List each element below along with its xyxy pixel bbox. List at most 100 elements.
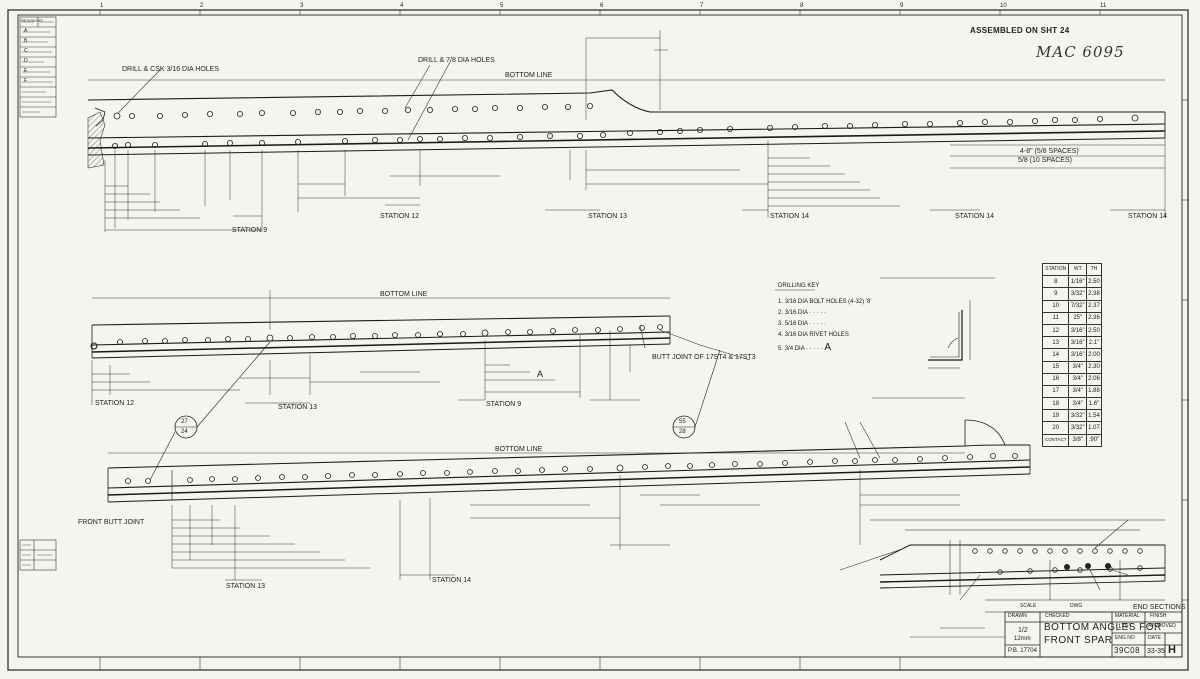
tb-finish-hdr: FINISH xyxy=(1150,613,1167,619)
zone-number: 1 xyxy=(100,3,104,9)
table-cell: 18 xyxy=(1041,397,1070,411)
table-cell: 20 xyxy=(1041,421,1070,435)
drilling-key-title: DRILLING KEY xyxy=(778,283,820,289)
end-section-filled-holes xyxy=(1064,563,1111,570)
station-label-12a: STATION 12 xyxy=(380,213,420,220)
table-cell: 19 xyxy=(1041,409,1070,423)
key-text: 3/16 DIA BOLT HOLES (4-32) '8' xyxy=(784,299,872,305)
leaders-view-3 xyxy=(844,421,881,459)
table-cell: 2.06 xyxy=(1085,372,1103,386)
table-cell: 7/32" xyxy=(1068,299,1087,313)
station-label-13a: STATION 13 xyxy=(588,213,628,220)
key-marker: A xyxy=(824,342,832,353)
revision-letter: H xyxy=(1168,644,1176,656)
table-cell: 14 xyxy=(1041,348,1070,362)
key-text: 3/16 DIA RIVET HOLES xyxy=(784,332,849,338)
tb-material: 17ST xyxy=(1118,624,1133,630)
drilling-key-row-1: 1. 3/16 DIA BOLT HOLES (4-32) '8' xyxy=(778,299,871,305)
table-header: STATION WT TH xyxy=(1041,262,1103,277)
view-a-marker: A xyxy=(537,369,544,379)
station-label-9b: STATION 9 xyxy=(486,401,522,408)
key-text: 3/16 DIA xyxy=(784,310,808,316)
bubble-55-top: 55 xyxy=(679,419,686,425)
leaders-view-1 xyxy=(117,61,451,141)
key-text: 3/4 DIA xyxy=(784,346,805,352)
revision-row-b: B xyxy=(24,38,28,44)
table-cell: 3/4" xyxy=(1068,384,1087,399)
tb-scale: SCALE xyxy=(1020,603,1037,609)
hole-row-2 xyxy=(117,324,663,345)
tb-dwg-label: DWG xyxy=(1070,603,1083,609)
table-cell: 16 xyxy=(1041,372,1070,386)
table-cell: 2.1" xyxy=(1085,336,1103,350)
table-cell: 1.88 xyxy=(1085,384,1103,399)
drawing-number: 39C08 xyxy=(1114,646,1141,655)
table-cell: 2.30 xyxy=(1085,360,1103,374)
table-cell: 2.38 xyxy=(1085,287,1103,301)
table-cell: 3/32" xyxy=(1068,421,1087,435)
table-cell: 1/16" xyxy=(1068,275,1087,289)
tb-checked: CHECKED xyxy=(1045,613,1070,619)
bottom-line-label-3: BOTTOM LINE xyxy=(495,446,543,453)
table-cell: 10 xyxy=(1041,299,1070,313)
end-sections-label: END SECTIONS xyxy=(1133,604,1186,611)
key-no: 1. xyxy=(778,299,784,305)
col-header: STATION xyxy=(1041,262,1070,277)
drawing-title-line-1: BOTTOM ANGLES FOR xyxy=(1044,622,1162,633)
key-no: 3. xyxy=(778,321,784,327)
station-label-13b: STATION 13 xyxy=(278,404,318,411)
station-label-14c: STATION 14 xyxy=(1128,213,1168,220)
zone-number: 5 xyxy=(500,3,504,9)
table-cell: 8 xyxy=(1041,275,1070,289)
zone-number: 3 xyxy=(300,3,304,9)
tb-drawn: DRAWN xyxy=(1008,613,1027,619)
zone-number: 9 xyxy=(900,3,904,9)
drilling-key-lines xyxy=(775,277,995,291)
hole-row-3 xyxy=(125,453,1018,484)
tb-approved: APPROVED xyxy=(1148,623,1176,629)
table-cell: 1.6" xyxy=(1085,397,1103,411)
clearance-note: DRILL & 7/8 DIA HOLES xyxy=(418,57,495,64)
revision-row-a: A xyxy=(24,28,28,34)
table-cell: 13 xyxy=(1041,336,1070,350)
table-cell: 3/4" xyxy=(1068,397,1087,411)
end-section-detail xyxy=(870,519,1166,613)
butt-joint-note: BUTT JOINT OF 17ST4 & 17ST3 xyxy=(652,354,756,361)
angle-view-3 xyxy=(107,419,1031,503)
zone-number: 10 xyxy=(1000,3,1007,9)
zone-number: 11 xyxy=(1100,3,1107,9)
drilling-key-row-5: 5. 3/4 DIA · · · · · A xyxy=(778,342,832,353)
butt-joint-leader xyxy=(639,324,751,361)
table-cell: 2.36 xyxy=(1085,311,1103,325)
front-butt-note: FRONT BUTT JOINT xyxy=(78,519,145,526)
hatched-section-1 xyxy=(87,111,106,169)
zone-number: 4 xyxy=(400,3,404,9)
table-cell: 25" xyxy=(1068,311,1087,325)
tb-date: DATE xyxy=(1148,635,1161,641)
zone-number: 7 xyxy=(700,3,704,9)
col-header: TH xyxy=(1085,262,1103,277)
sheet-number: 33-35 xyxy=(1147,648,1165,655)
bubble-24-bottom: 24 xyxy=(181,429,188,435)
table-cell: 3/16" xyxy=(1068,348,1087,362)
callout-bubbles xyxy=(174,415,696,439)
misc-lines xyxy=(910,627,1005,638)
table-cell: 2.50 xyxy=(1085,275,1103,289)
table-cell: 3/4" xyxy=(1068,372,1087,386)
key-no: 5. xyxy=(778,346,784,352)
bottom-line-label-2: BOTTOM LINE xyxy=(380,291,428,298)
revision-row-f: F xyxy=(24,78,28,84)
angle-view-1 xyxy=(87,89,1166,156)
dimensions-view-2 xyxy=(91,290,670,405)
bubble-27-top: 27 xyxy=(181,419,188,425)
dimensions-view-3 xyxy=(108,397,965,581)
